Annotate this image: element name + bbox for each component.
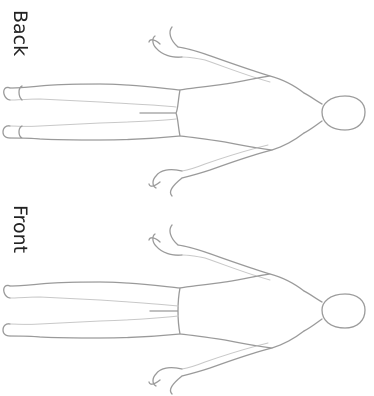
lower-arm-outline bbox=[182, 150, 272, 178]
leg-lower-outline bbox=[10, 136, 180, 140]
hip-outline bbox=[150, 288, 180, 334]
hip-outline bbox=[140, 90, 180, 136]
body-outline-front-icon bbox=[0, 198, 374, 396]
leg-upper-outline bbox=[10, 282, 180, 288]
upper-arm-outline bbox=[178, 245, 270, 274]
upper-arm-outline bbox=[178, 47, 270, 76]
upper-hand-outline bbox=[149, 27, 182, 57]
upper-hand-outline bbox=[149, 225, 182, 255]
neck-outline bbox=[304, 291, 322, 331]
feet-outline bbox=[3, 86, 22, 138]
lower-hand-outline bbox=[149, 368, 182, 394]
leg-upper-outline bbox=[10, 84, 180, 90]
lower-hand-outline bbox=[149, 170, 182, 196]
body-outline-back-icon bbox=[0, 0, 374, 198]
upper-torso-outline bbox=[270, 274, 304, 348]
neck-outline bbox=[304, 93, 322, 133]
torso-outline bbox=[180, 76, 272, 150]
upper-torso-outline bbox=[270, 76, 304, 150]
head-outline bbox=[322, 294, 365, 328]
leg-lower-outline bbox=[10, 334, 180, 338]
lower-arm-outline bbox=[182, 348, 272, 376]
head-outline bbox=[322, 96, 365, 130]
feet-outline bbox=[3, 285, 10, 336]
torso-outline bbox=[180, 274, 272, 348]
